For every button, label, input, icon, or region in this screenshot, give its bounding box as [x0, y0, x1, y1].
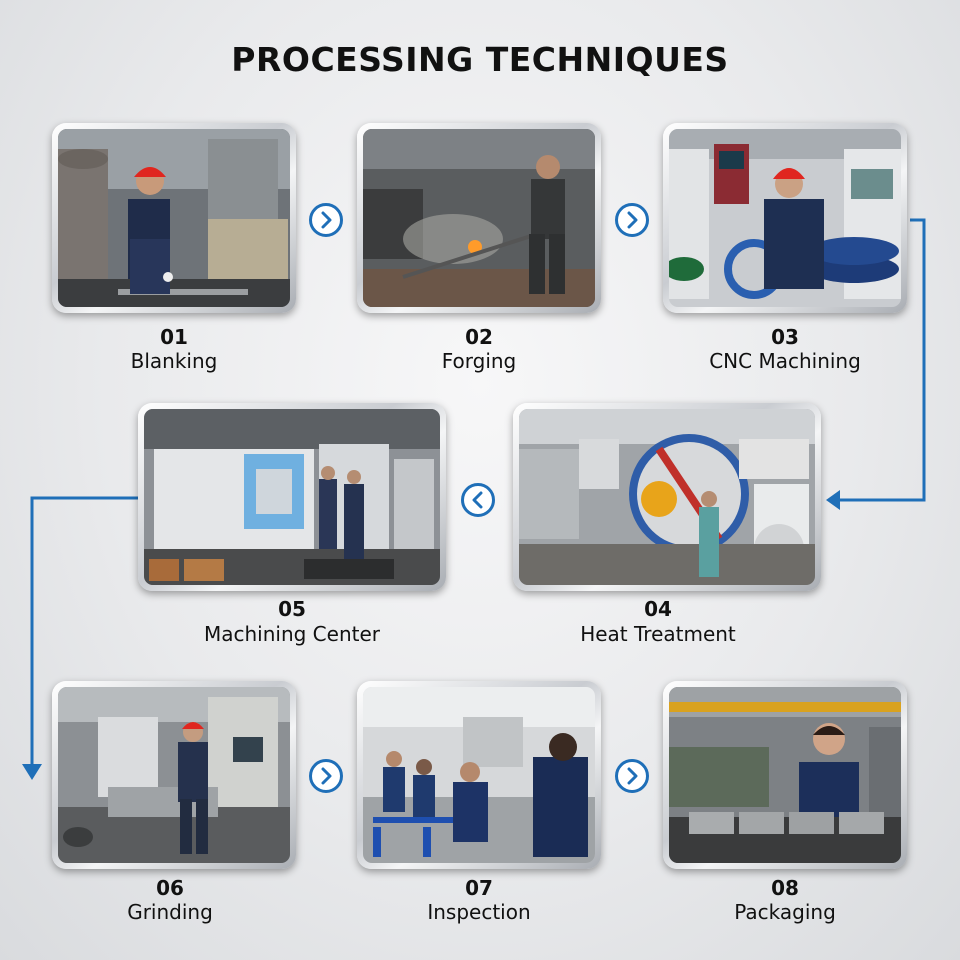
- chevron-left-circle-icon: [461, 483, 495, 517]
- page-title: PROCESSING TECHNIQUES: [231, 40, 729, 79]
- step-07-number: 07: [465, 876, 493, 900]
- step-03-photo-frame: [663, 123, 907, 313]
- chevron-right-circle-icon: [309, 203, 343, 237]
- step-07-photo-frame: [357, 681, 601, 869]
- step-01-label: Blanking: [130, 349, 218, 373]
- step-06-photo-frame: [52, 681, 296, 869]
- packaging-worker-photo: [669, 687, 901, 863]
- chevron-right-circle-icon: [615, 203, 649, 237]
- chevron-right-circle-icon: [309, 759, 343, 793]
- step-02-number: 02: [465, 325, 493, 349]
- step-07-label: Inspection: [427, 900, 531, 924]
- heat-treatment-furnace-photo: [519, 409, 815, 585]
- machining-center-photo: [144, 409, 440, 585]
- step-08-photo-frame: [663, 681, 907, 869]
- step-08-number: 08: [771, 876, 799, 900]
- step-03-label: CNC Machining: [709, 349, 861, 373]
- step-01-number: 01: [160, 325, 188, 349]
- step-05-label: Machining Center: [203, 622, 380, 646]
- step-03-number: 03: [771, 325, 799, 349]
- cnc-operator-photo: [669, 129, 901, 307]
- grinding-machine-photo: [58, 687, 290, 863]
- inspection-workers-photo: [363, 687, 595, 863]
- step-04-photo-frame: [513, 403, 821, 591]
- step-04-number: 04: [644, 597, 672, 621]
- step-06-number: 06: [156, 876, 184, 900]
- step-05-number: 05: [278, 597, 306, 621]
- step-02-photo-frame: [357, 123, 601, 313]
- step-01-photo-frame: [52, 123, 296, 313]
- chevron-right-circle-icon: [615, 759, 649, 793]
- worker-at-saw-photo: [58, 129, 290, 307]
- step-06-label: Grinding: [127, 900, 213, 924]
- step-05-photo-frame: [138, 403, 446, 591]
- step-08-label: Packaging: [734, 900, 836, 924]
- forging-worker-photo: [363, 129, 595, 307]
- step-04-label: Heat Treatment: [580, 622, 736, 646]
- step-02-label: Forging: [441, 349, 517, 373]
